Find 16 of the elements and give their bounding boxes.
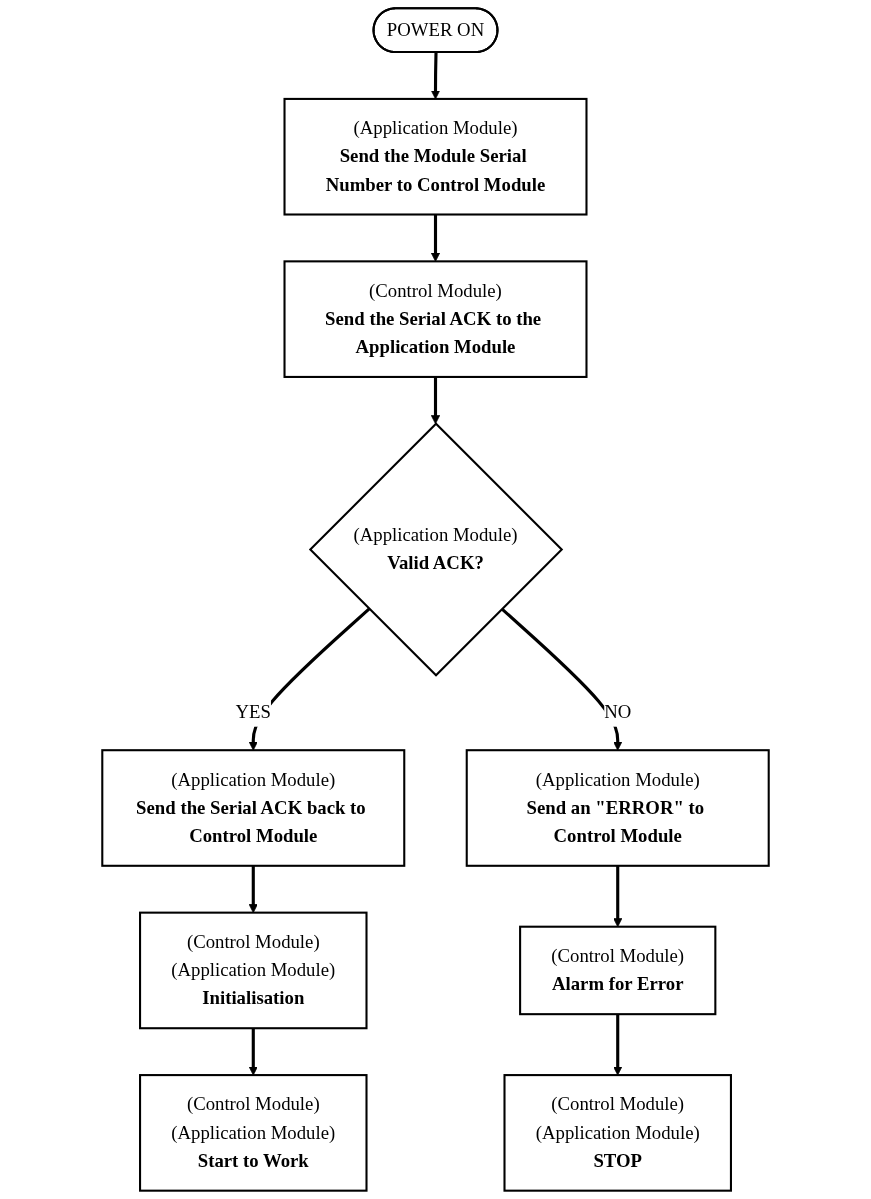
arrow [500,607,623,751]
node-box: (Control Module) (Application Module) STOP [503,1074,732,1192]
node-box: (Control Module) Alarm for Error [519,925,717,1016]
edge-label: YES [235,701,271,723]
node-box: (Control Module) (Application Module) Initialisation [139,911,368,1030]
arrow [430,214,441,262]
arrow [430,376,441,425]
node-box: (Application Module) Send the Module Serial Number to Control Module [283,97,588,216]
node-box: (Control Module) (Application Module) Start to Work [139,1074,368,1192]
arrow [248,1028,258,1076]
edge-label: NO [604,701,632,723]
node-box: (Application Module) Send an "ERROR" to Control Module [465,749,770,867]
node-diamond: (Application Module) Valid ACK? [308,422,564,677]
arrow [613,1014,623,1076]
node-box: (Control Module) Send the Serial ACK to the Application Module [283,260,588,378]
node-box: (Application Module) Send the Serial ACK back to Control Module [101,749,406,867]
